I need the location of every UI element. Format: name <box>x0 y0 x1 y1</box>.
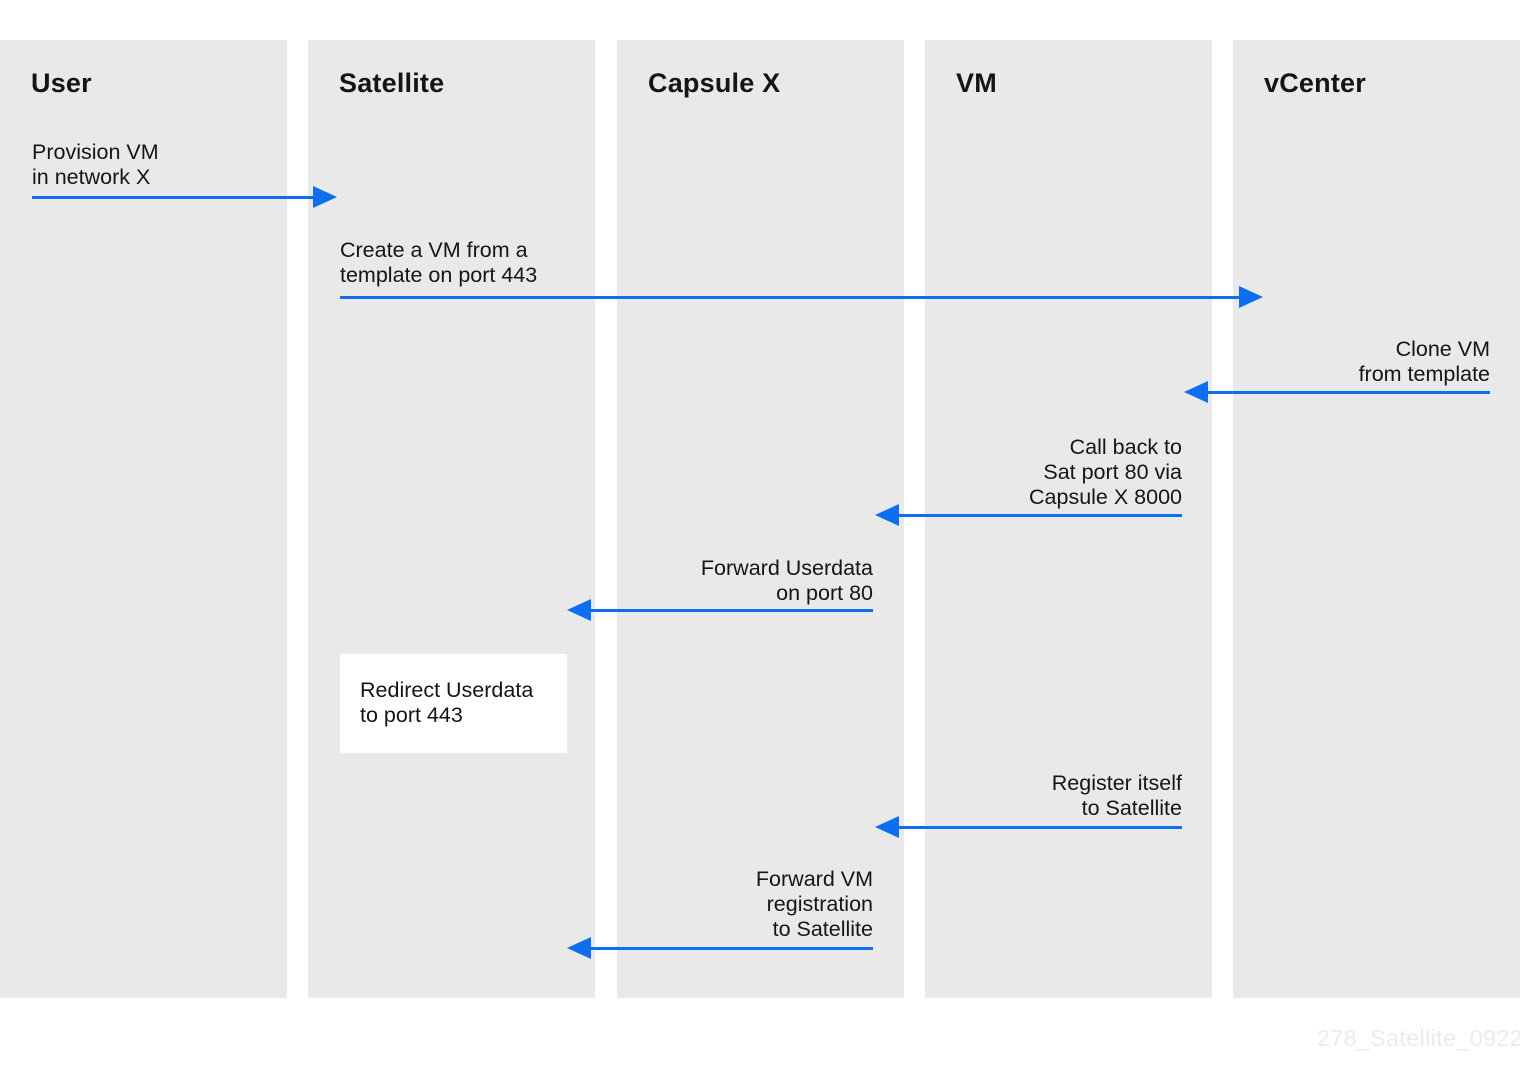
arrow-shaft <box>340 295 1247 299</box>
arrow-capsule-to-satellite-registration <box>567 937 873 959</box>
message-label-register-itself: Register itself to Satellite <box>1051 771 1182 820</box>
arrow-satellite-to-vcenter <box>340 286 1263 308</box>
lane-capsule-x: Capsule X <box>617 40 904 998</box>
watermark-text: 278_Satellite_0922 <box>1317 1025 1520 1051</box>
arrow-capsule-to-satellite-userdata <box>567 599 873 621</box>
arrow-shaft <box>583 946 873 950</box>
message-label-provision-vm: Provision VM in network X <box>32 140 159 189</box>
arrowhead-left-icon <box>567 599 591 621</box>
arrow-user-to-satellite <box>32 186 337 208</box>
lane-capsule-x-title: Capsule X <box>648 68 781 98</box>
arrow-shaft <box>891 825 1182 829</box>
arrow-shaft <box>583 608 873 612</box>
arrowhead-left-icon <box>875 504 899 526</box>
lane-vm-title: VM <box>956 68 997 98</box>
note-redirect-userdata: Redirect Userdata to port 443 <box>340 654 567 753</box>
arrow-vm-to-capsule <box>875 504 1182 526</box>
arrowhead-left-icon <box>1184 381 1208 403</box>
arrow-shaft <box>1200 390 1490 394</box>
lane-user: User <box>0 40 287 998</box>
arrow-shaft <box>32 195 321 199</box>
message-label-clone-vm: Clone VM from template <box>1358 337 1490 386</box>
arrowhead-right-icon <box>313 186 337 208</box>
lane-vcenter: vCenter <box>1233 40 1520 998</box>
message-label-create-vm: Create a VM from a template on port 443 <box>340 238 538 287</box>
arrow-vcenter-to-vm <box>1184 381 1490 403</box>
message-label-call-back: Call back to Sat port 80 via Capsule X 8… <box>1029 435 1182 509</box>
arrow-shaft <box>891 513 1182 517</box>
lane-satellite: Satellite <box>308 40 595 998</box>
lane-satellite-title: Satellite <box>339 68 445 98</box>
lane-vm: VM <box>925 40 1212 998</box>
arrow-vm-to-capsule-register <box>875 816 1182 838</box>
message-label-forward-registration: Forward VM registration to Satellite <box>755 867 873 941</box>
arrowhead-right-icon <box>1239 286 1263 308</box>
message-label-forward-userdata: Forward Userdata on port 80 <box>700 556 873 605</box>
lane-user-title: User <box>31 68 92 98</box>
lane-vcenter-title: vCenter <box>1264 68 1366 98</box>
arrowhead-left-icon <box>567 937 591 959</box>
arrowhead-left-icon <box>875 816 899 838</box>
